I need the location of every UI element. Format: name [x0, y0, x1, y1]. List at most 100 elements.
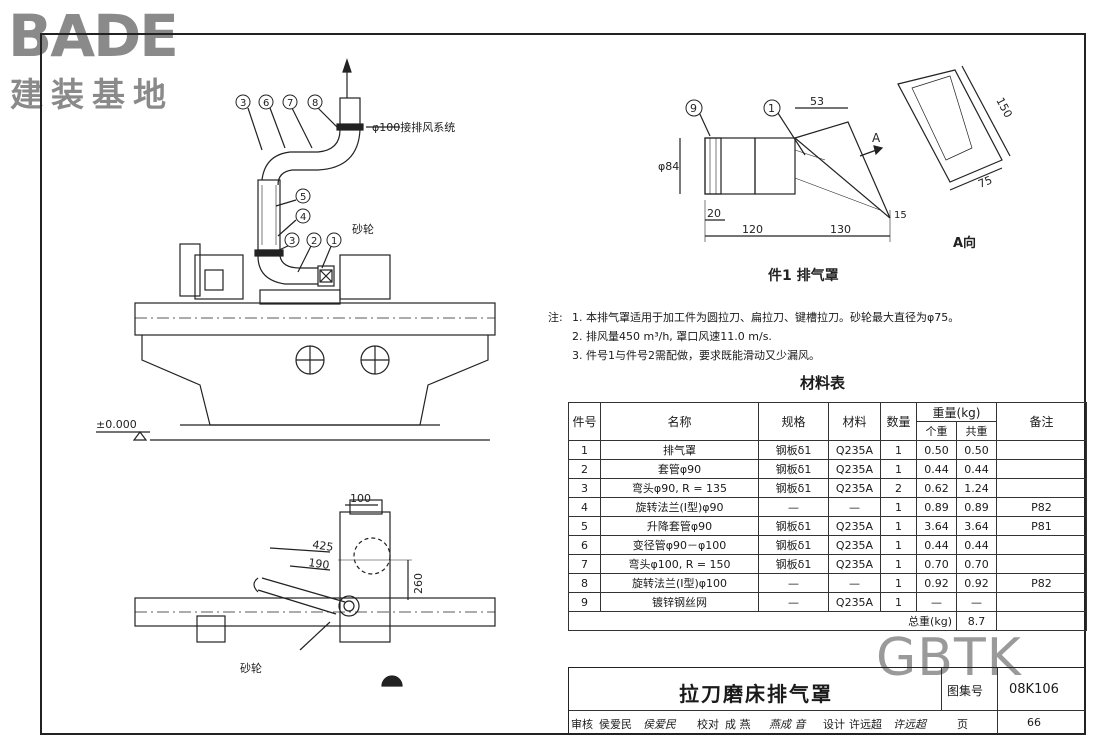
row-unit-weight: 0.89 — [916, 497, 957, 517]
callout-8: 8 — [312, 98, 318, 109]
hood-detail-title: 件1 排气罩 — [768, 267, 839, 284]
grinding-wheel-label: 砂轮 — [352, 222, 374, 236]
page-label: 页 — [957, 718, 968, 731]
row-unit-weight: 0.50 — [916, 440, 957, 460]
total-weight-label: 总重(kg) — [568, 611, 957, 631]
row-remark — [996, 459, 1087, 479]
drawing-frame — [40, 33, 1086, 735]
row-spec: 钢板δ1 — [758, 516, 829, 536]
row-qty: 1 — [880, 497, 917, 517]
row-total-weight: 0.50 — [956, 440, 997, 460]
row-no: 5 — [568, 516, 601, 536]
row-total-weight: — — [956, 592, 997, 612]
row-material: Q235A — [828, 516, 881, 536]
row-name: 弯头φ90, R = 135 — [600, 478, 759, 498]
row-material: — — [828, 497, 881, 517]
row-unit-weight: 0.62 — [916, 478, 957, 498]
row-total-weight: 0.44 — [956, 535, 997, 555]
row-no: 6 — [568, 535, 601, 555]
row-spec: 钢板δ1 — [758, 554, 829, 574]
callout-2: 2 — [311, 236, 317, 247]
header-unit-weight: 个重 — [916, 421, 957, 441]
row-no: 7 — [568, 554, 601, 574]
header-spec: 规格 — [758, 402, 829, 441]
review-label: 审核 — [571, 718, 593, 731]
row-remark — [996, 535, 1087, 555]
level-label: ±0.000 — [96, 418, 137, 431]
row-remark: P82 — [996, 573, 1087, 593]
row-material: Q235A — [828, 554, 881, 574]
row-qty: 1 — [880, 592, 917, 612]
row-unit-weight: 3.64 — [916, 516, 957, 536]
row-spec: — — [758, 573, 829, 593]
row-qty: 1 — [880, 554, 917, 574]
header-remark: 备注 — [996, 402, 1087, 441]
hood-detail-drawing: 9 1 φ84 53 20 120 130 15 A 150 75 A向 件1 … — [658, 65, 1015, 284]
grinding-wheel-label-plan: 砂轮 — [240, 661, 262, 675]
row-remark: P81 — [996, 516, 1087, 536]
row-name: 排气罩 — [600, 440, 759, 460]
row-total-weight: 0.70 — [956, 554, 997, 574]
row-remark: P82 — [996, 497, 1087, 517]
notes-section: 注:1. 本排气罩适用于加工件为圆拉刀、扁拉刀、键槽拉刀。砂轮最大直径为φ75。… — [548, 308, 959, 365]
dim-75: 75 — [976, 173, 994, 190]
row-material: Q235A — [828, 478, 881, 498]
row-qty: 2 — [880, 478, 917, 498]
row-remark — [996, 478, 1087, 498]
header-name: 名称 — [600, 402, 759, 441]
row-remark — [996, 440, 1087, 460]
row-material: Q235A — [828, 440, 881, 460]
signature-row: 审核 侯爱民 侯爱民 校对 成 燕 燕成 音 设计 许远超 许远超 页 66 — [569, 710, 1085, 735]
row-no: 8 — [568, 573, 601, 593]
row-qty: 1 — [880, 535, 917, 555]
note-2: 2. 排风量450 m³/h, 罩口风速11.0 m/s. — [572, 330, 772, 343]
dim-phi84: φ84 — [658, 160, 679, 173]
row-unit-weight: — — [916, 592, 957, 612]
checker-name: 成 燕 — [725, 718, 751, 731]
row-material: Q235A — [828, 592, 881, 612]
callout-1: 1 — [331, 236, 337, 247]
row-unit-weight: 0.44 — [916, 459, 957, 479]
callout-9: 9 — [690, 102, 697, 115]
row-remark — [996, 592, 1087, 612]
callout-4: 4 — [300, 212, 306, 223]
page-number: 66 — [1027, 716, 1041, 729]
header-no: 件号 — [568, 402, 601, 441]
row-name: 旋转法兰(Ⅰ型)φ90 — [600, 497, 759, 517]
title-block: 拉刀磨床排气罩 图集号 08K106 审核 侯爱民 侯爱民 校对 成 燕 燕成 … — [568, 667, 1086, 735]
row-total-weight: 3.64 — [956, 516, 997, 536]
reviewer-signature: 侯爱民 — [643, 718, 676, 731]
row-spec: — — [758, 497, 829, 517]
arrow-a-label: A — [872, 131, 881, 145]
note-1: 1. 本排气罩适用于加工件为圆拉刀、扁拉刀、键槽拉刀。砂轮最大直径为φ75。 — [572, 311, 960, 324]
row-no: 1 — [568, 440, 601, 460]
row-qty: 1 — [880, 459, 917, 479]
row-name: 升降套管φ90 — [600, 516, 759, 536]
callout-3-bottom: 3 — [289, 236, 295, 247]
total-weight-remark — [996, 611, 1087, 631]
row-total-weight: 0.44 — [956, 459, 997, 479]
dim-53: 53 — [810, 95, 824, 108]
reviewer-name: 侯爱民 — [599, 718, 632, 731]
row-total-weight: 1.24 — [956, 478, 997, 498]
callout-1-detail: 1 — [768, 102, 775, 115]
header-weight: 重量(kg) — [916, 402, 997, 422]
row-total-weight: 0.89 — [956, 497, 997, 517]
row-no: 3 — [568, 478, 601, 498]
plan-dim-100: 100 — [350, 492, 371, 505]
row-qty: 1 — [880, 440, 917, 460]
callout-7: 7 — [287, 98, 293, 109]
design-label: 设计 — [823, 718, 845, 731]
atlas-label: 图集号 — [947, 684, 984, 698]
row-unit-weight: 0.92 — [916, 573, 957, 593]
